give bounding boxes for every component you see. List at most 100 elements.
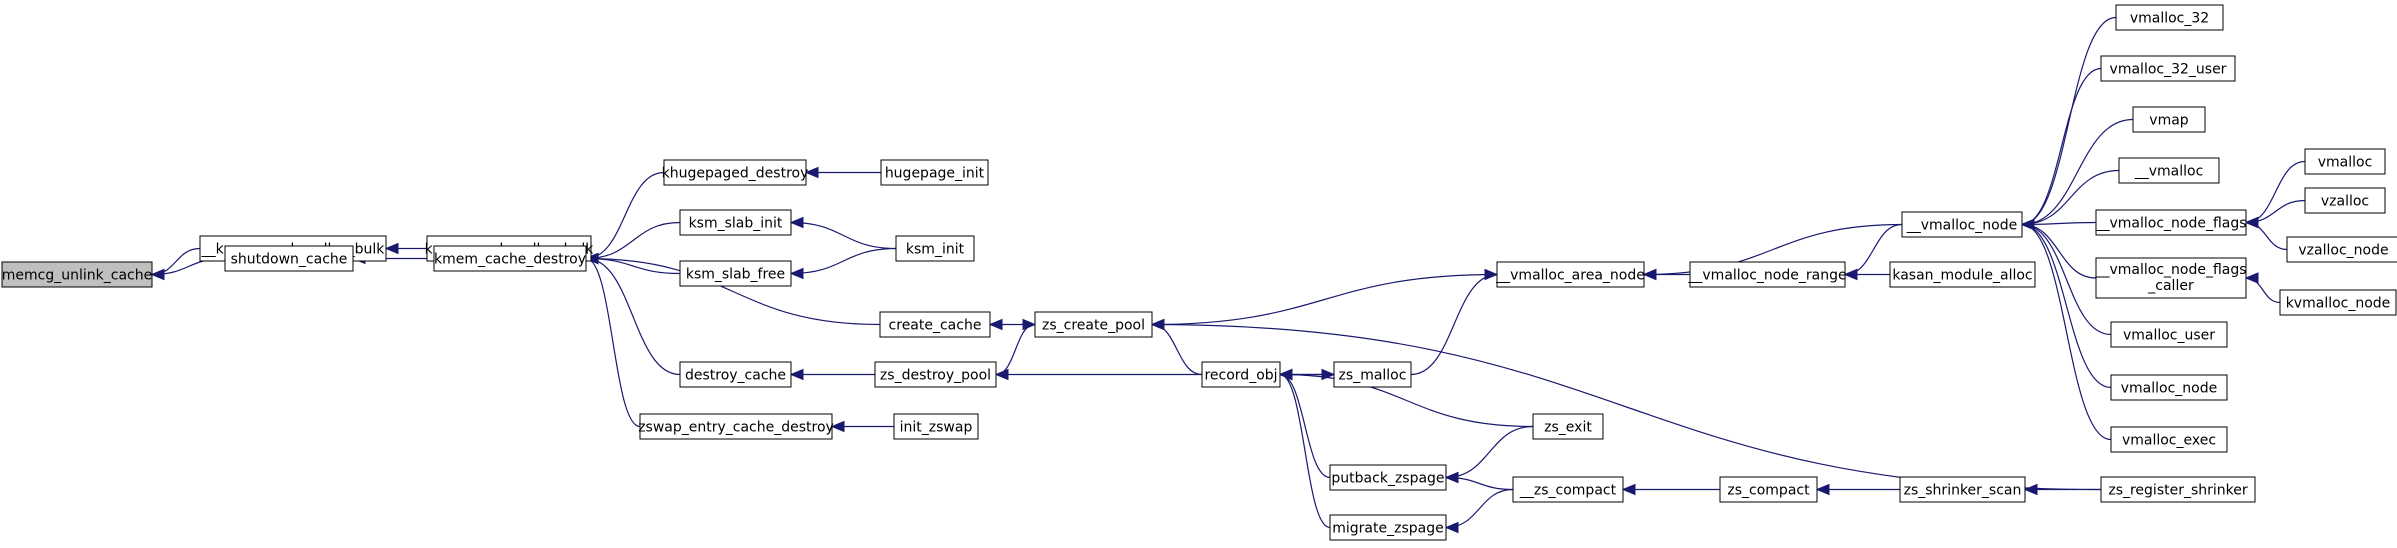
node-box-zs_register_shrinker[interactable] <box>2100 476 2256 503</box>
node-vmalloc_node[interactable]: vmalloc_node <box>2110 374 2228 401</box>
node-label-vmalloc_exec: vmalloc_exec <box>2122 433 2216 449</box>
node-box-vmalloc_32_user[interactable] <box>2100 55 2236 82</box>
node-ksm_slab_init[interactable]: ksm_slab_init <box>679 209 792 236</box>
node-box-ksm_init[interactable] <box>895 235 975 262</box>
node-box-vzalloc[interactable] <box>2304 187 2386 214</box>
node-box-migrate_zspage[interactable] <box>1329 514 1447 541</box>
node-box-__vmalloc_area_node[interactable] <box>1496 261 1645 288</box>
node-vmalloc_32_user[interactable]: vmalloc_32_user <box>2100 55 2236 82</box>
node-khugepaged_destroy[interactable]: khugepaged_destroy <box>662 159 809 186</box>
node-box-hugepage_init[interactable] <box>880 159 989 186</box>
node-box-zswap_entry_cache_destroy[interactable] <box>639 413 833 440</box>
node-__vmalloc_node[interactable]: __vmalloc_node <box>1901 211 2023 238</box>
node-box-vmalloc[interactable] <box>2304 148 2386 175</box>
node-label-vmap: vmap <box>2149 113 2189 129</box>
node-box-record_obj[interactable] <box>1201 361 1281 388</box>
node-zswap_entry_cache_destroy[interactable]: zswap_entry_cache_destroy <box>638 413 834 440</box>
node-ksm_slab_free[interactable]: ksm_slab_free <box>679 260 792 287</box>
node-label-__vmalloc_node: __vmalloc_node <box>1906 218 2017 234</box>
node-label-shutdown_cache: shutdown_cache <box>231 252 348 268</box>
node-label-record_obj: record_obj <box>1204 368 1277 384</box>
node-box-destroy_cache[interactable] <box>679 361 792 388</box>
node-label-__vmalloc_node_flags_caller: __vmalloc_node_flags <box>2094 262 2246 278</box>
node-box-vmalloc_exec[interactable] <box>2110 426 2228 453</box>
edge-__vmalloc-to-__vmalloc_node <box>2021 169 2120 226</box>
node-init_zswap[interactable]: init_zswap <box>893 413 979 440</box>
node-box-zs_malloc[interactable] <box>1333 361 1412 388</box>
node-box-kmem_cache_destroy[interactable] <box>433 245 587 272</box>
node-box-vmalloc_32[interactable] <box>2115 4 2224 31</box>
node-shutdown_cache[interactable]: shutdown_cache <box>224 245 354 272</box>
node-hugepage_init[interactable]: hugepage_init <box>880 159 989 186</box>
node-label-ksm_init: ksm_init <box>906 242 965 258</box>
node-__vmalloc_node_flags_caller[interactable]: __vmalloc_node_flags_caller <box>2094 257 2247 299</box>
node-__zs_compact[interactable]: __zs_compact <box>1512 476 1624 503</box>
node-box-zs_compact[interactable] <box>1719 476 1818 503</box>
node-kmem_cache_destroy[interactable]: kmem_cache_destroy <box>433 245 587 272</box>
arrowhead-vzalloc_node-to-__vmalloc_node_flags <box>2244 216 2259 229</box>
node-zs_register_shrinker[interactable]: zs_register_shrinker <box>2100 476 2256 503</box>
node-label-ksm_slab_free: ksm_slab_free <box>686 267 785 283</box>
node-putback_zspage[interactable]: putback_zspage <box>1329 464 1447 491</box>
node-box-__zs_compact[interactable] <box>1512 476 1624 503</box>
node-box-__vmalloc_node[interactable] <box>1901 211 2023 238</box>
node-box-shutdown_cache[interactable] <box>224 245 354 272</box>
node-box-vzalloc_node[interactable] <box>2286 236 2397 263</box>
node-vmalloc_32[interactable]: vmalloc_32 <box>2115 4 2224 31</box>
node-kvmalloc_node[interactable]: kvmalloc_node <box>2279 289 2397 316</box>
node-box-zs_create_pool[interactable] <box>1034 311 1153 338</box>
node-box-create_cache[interactable] <box>879 311 991 338</box>
node-vmalloc_exec[interactable]: vmalloc_exec <box>2110 426 2228 453</box>
node-box-init_zswap[interactable] <box>893 413 979 440</box>
node-box-zs_exit[interactable] <box>1532 413 1604 440</box>
node-zs_compact[interactable]: zs_compact <box>1719 476 1818 503</box>
node-box-zs_destroy_pool[interactable] <box>874 361 997 388</box>
node-ksm_init[interactable]: ksm_init <box>895 235 975 262</box>
node-destroy_cache[interactable]: destroy_cache <box>679 361 792 388</box>
node-vmalloc_user[interactable]: vmalloc_user <box>2110 321 2228 348</box>
node-migrate_zspage[interactable]: migrate_zspage <box>1329 514 1447 541</box>
node-box-kvmalloc_node[interactable] <box>2279 289 2397 316</box>
arrowhead-zs_create_pool-to-create_cache <box>988 318 1003 331</box>
node-zs_create_pool[interactable]: zs_create_pool <box>1034 311 1153 338</box>
node-label-zs_create_pool: zs_create_pool <box>1042 318 1145 334</box>
node-box-vmalloc_user[interactable] <box>2110 321 2228 348</box>
node-box-ksm_slab_free[interactable] <box>679 260 792 287</box>
node-box-ksm_slab_init[interactable] <box>679 209 792 236</box>
node-create_cache[interactable]: create_cache <box>879 311 991 338</box>
node-zs_exit[interactable]: zs_exit <box>1532 413 1604 440</box>
node-zs_destroy_pool[interactable]: zs_destroy_pool <box>874 361 997 388</box>
node-__vmalloc_node_flags[interactable]: __vmalloc_node_flags <box>2094 209 2247 236</box>
node-vmap[interactable]: vmap <box>2132 106 2206 133</box>
node-box-khugepaged_destroy[interactable] <box>663 159 807 186</box>
edge-ksm_init-to-ksm_slab_init <box>790 221 897 250</box>
edge-ksm_init-to-ksm_slab_free <box>790 247 897 275</box>
node-__vmalloc[interactable]: __vmalloc <box>2118 157 2220 184</box>
node-box-__vmalloc_node_range[interactable] <box>1689 261 1846 288</box>
node-label-zs_exit: zs_exit <box>1544 420 1592 436</box>
node-label-kvmalloc_node: kvmalloc_node <box>2286 296 2391 312</box>
node-label-zs_compact: zs_compact <box>1727 483 1810 499</box>
node-label-khugepaged_destroy: khugepaged_destroy <box>662 166 809 182</box>
node-box-__vmalloc_node_flags_caller[interactable] <box>2095 257 2247 299</box>
node-vzalloc_node[interactable]: vzalloc_node <box>2286 236 2397 263</box>
arrowhead-zs_shrinker_scan-to-zs_compact <box>1815 483 1830 496</box>
node-zs_shrinker_scan[interactable]: zs_shrinker_scan <box>1899 476 2026 503</box>
node-record_obj[interactable]: record_obj <box>1201 361 1281 388</box>
arrowhead-zs_destroy_pool-to-zs_create_pool <box>1022 318 1037 331</box>
node-box-vmalloc_node[interactable] <box>2110 374 2228 401</box>
node-box-__vmalloc_node_flags[interactable] <box>2095 209 2247 236</box>
node-kasan_module_alloc[interactable]: kasan_module_alloc <box>1889 261 2036 288</box>
node-__vmalloc_node_range[interactable]: __vmalloc_node_range <box>1687 261 1847 288</box>
node-box-vmap[interactable] <box>2132 106 2206 133</box>
node-__vmalloc_area_node[interactable]: __vmalloc_area_node <box>1495 261 1645 288</box>
node-vzalloc[interactable]: vzalloc <box>2304 187 2386 214</box>
node-box-putback_zspage[interactable] <box>1329 464 1447 491</box>
node-label-ksm_slab_init: ksm_slab_init <box>689 216 783 232</box>
node-box-zs_shrinker_scan[interactable] <box>1899 476 2026 503</box>
node-box-kasan_module_alloc[interactable] <box>1889 261 2036 288</box>
node-zs_malloc[interactable]: zs_malloc <box>1333 361 1412 388</box>
node-vmalloc[interactable]: vmalloc <box>2304 148 2386 175</box>
node-box-__vmalloc[interactable] <box>2118 157 2220 184</box>
